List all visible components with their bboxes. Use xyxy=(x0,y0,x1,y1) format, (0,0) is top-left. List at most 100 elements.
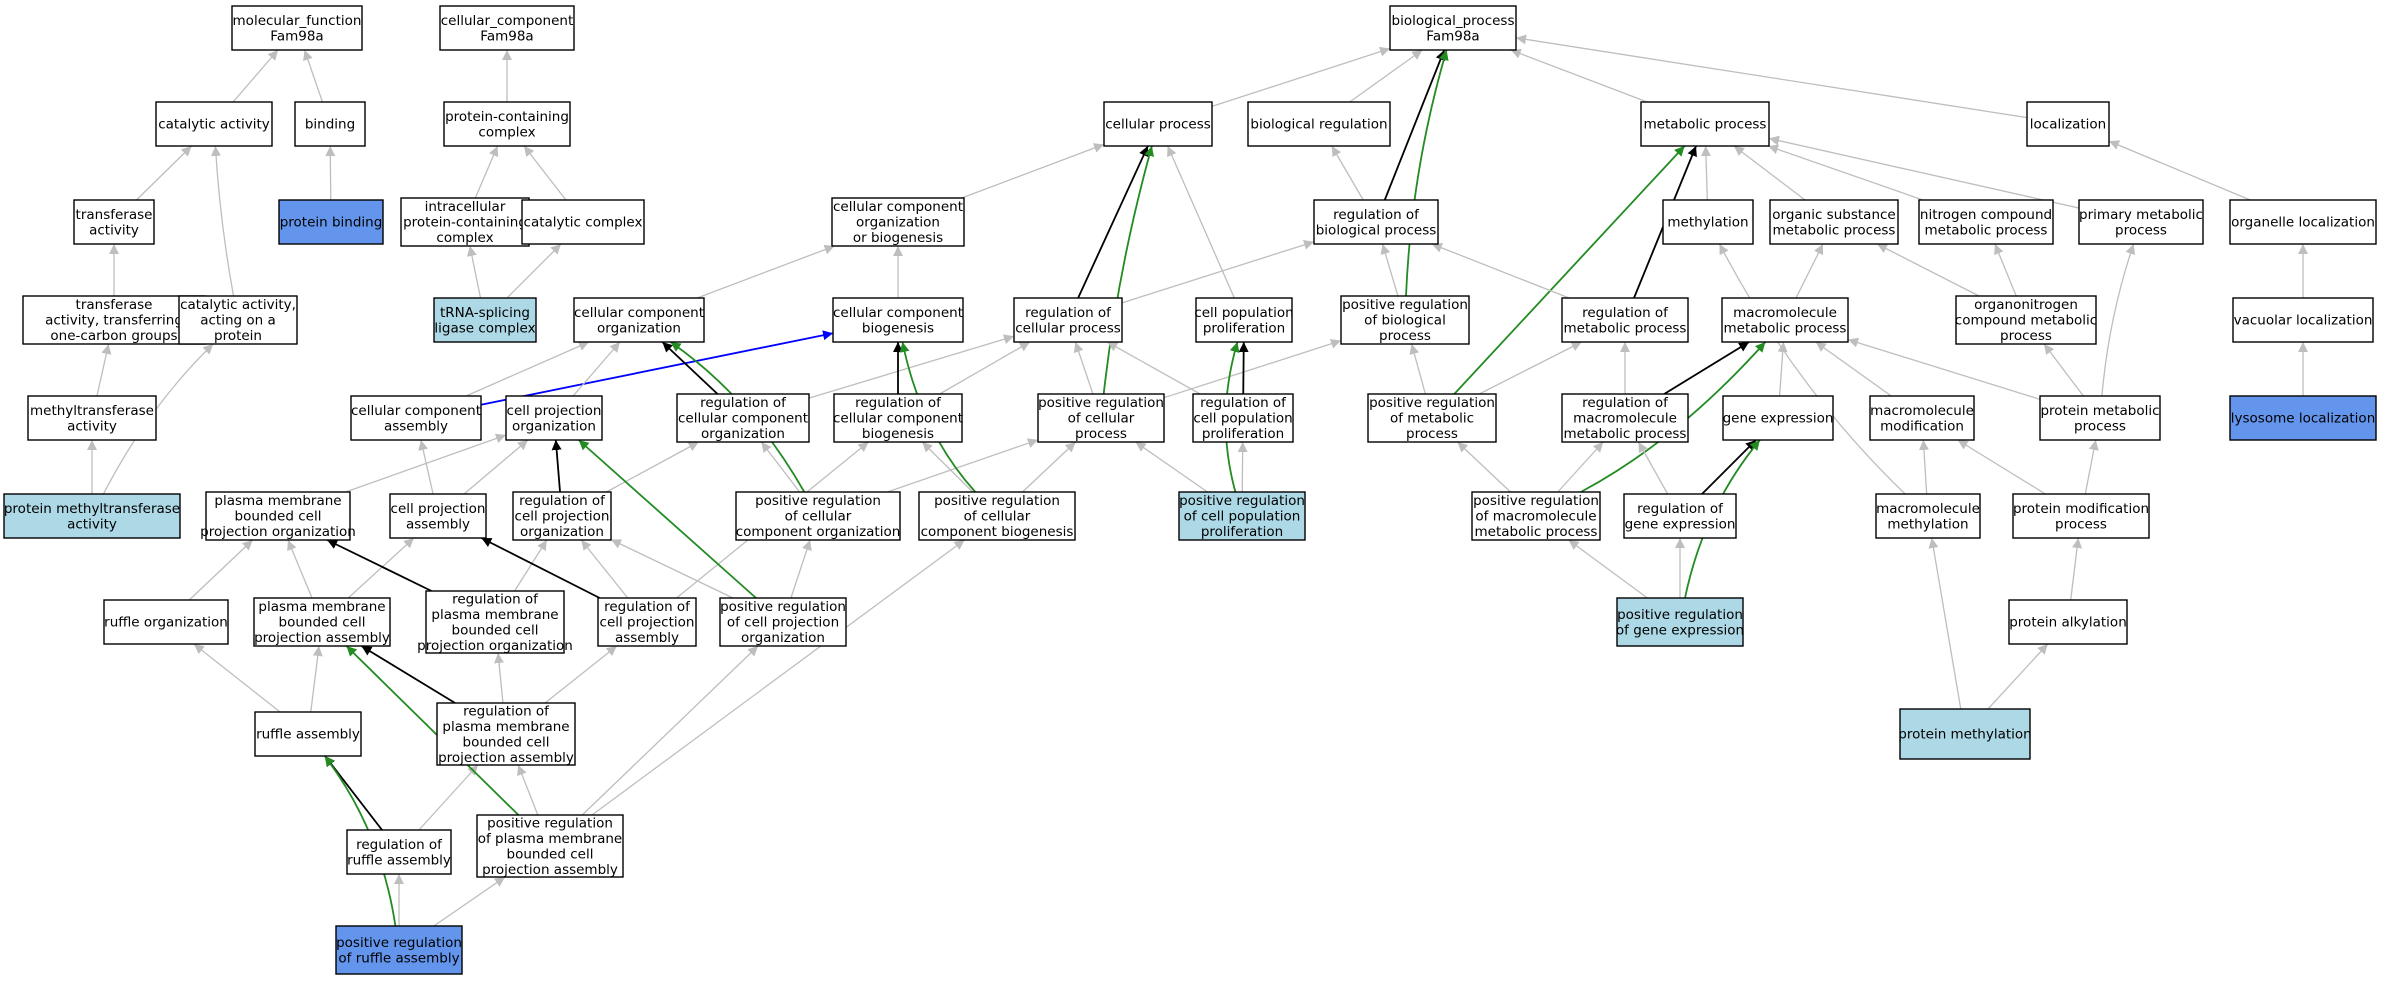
node-label-line: primary metabolic xyxy=(2079,207,2203,223)
node-label-line: of gene expression xyxy=(1616,622,1744,638)
node-label-line: protein binding xyxy=(280,215,383,231)
node-label-line: one-carbon groups xyxy=(50,328,177,344)
node-label-line: positive regulation xyxy=(487,815,613,831)
node-box xyxy=(1623,493,1737,539)
go-term-node-catcomplex[interactable]: catalytic complex xyxy=(521,199,645,245)
node-label-line: metabolic process xyxy=(1475,524,1598,540)
node-label-line: biogenesis xyxy=(862,426,934,442)
edge-is-a-trna-to-catcomplex xyxy=(506,243,562,299)
node-box xyxy=(335,925,463,975)
go-term-node-lysoloc[interactable]: lysosome localization xyxy=(2229,395,2377,441)
go-term-node-bioreg[interactable]: biological regulation xyxy=(1247,101,1391,147)
edge-is-a-regmet-to-regbio xyxy=(1431,243,1570,299)
go-term-node-ruffleorg[interactable]: ruffle organization xyxy=(103,599,229,645)
edge-is-a-protbind-to-binding xyxy=(325,145,336,201)
edge-is-a-catcomplex-to-protcont xyxy=(523,145,567,201)
go-term-node-ruffassem[interactable]: ruffle assembly xyxy=(254,711,362,757)
node-box xyxy=(73,199,155,245)
edge-is-a-geneexp-to-macromet xyxy=(1777,341,1788,397)
edge-is-a-nitro-to-metproc xyxy=(1767,144,1924,201)
go-term-node-methylation[interactable]: methylation xyxy=(1662,199,1754,245)
go-term-node-protalk[interactable]: protein alkylation xyxy=(2008,599,2128,645)
go-term-node-orgloc[interactable]: organelle localization xyxy=(2229,199,2377,245)
edge-is-a-transf-to-catact xyxy=(135,145,193,201)
go-term-node-protbind[interactable]: protein binding xyxy=(278,199,384,245)
node-label-line: catalytic activity, xyxy=(180,297,296,313)
go-term-node-protmethyl[interactable]: protein methylation xyxy=(1898,708,2032,760)
edge-is-a-organonitro-to-orgsub xyxy=(1876,243,1980,297)
node-label-line: modification xyxy=(1880,418,1964,434)
go-term-node-metproc[interactable]: metabolic process xyxy=(1640,101,1770,147)
node-label-line: protein methyltransferase xyxy=(4,501,180,517)
edge-is-a-posregmet-to-regmet xyxy=(1478,341,1582,395)
node-label-line: positive regulation xyxy=(1038,395,1164,411)
node-box xyxy=(2008,599,2128,645)
edge-is-a-binding-to-mf xyxy=(303,49,324,103)
node-label-line: Fam98a xyxy=(270,28,323,44)
go-term-node-binding[interactable]: binding xyxy=(294,101,366,147)
go-term-node-loc[interactable]: localization xyxy=(2026,101,2110,147)
node-label-line: cell population xyxy=(1193,411,1292,427)
go-term-node-cellproc[interactable]: cellular process xyxy=(1103,101,1213,147)
go-term-node-geneexp[interactable]: gene expression xyxy=(1722,395,1834,441)
go-term-node-vacloc[interactable]: vacuolar localization xyxy=(2232,297,2374,343)
go-term-node-catact[interactable]: catalytic activity xyxy=(155,101,273,147)
node-label-line: cellular component xyxy=(833,411,963,427)
edge-is-a-protmet-to-macromet xyxy=(1847,337,2041,400)
node-label-line: molecular_function xyxy=(233,13,362,29)
